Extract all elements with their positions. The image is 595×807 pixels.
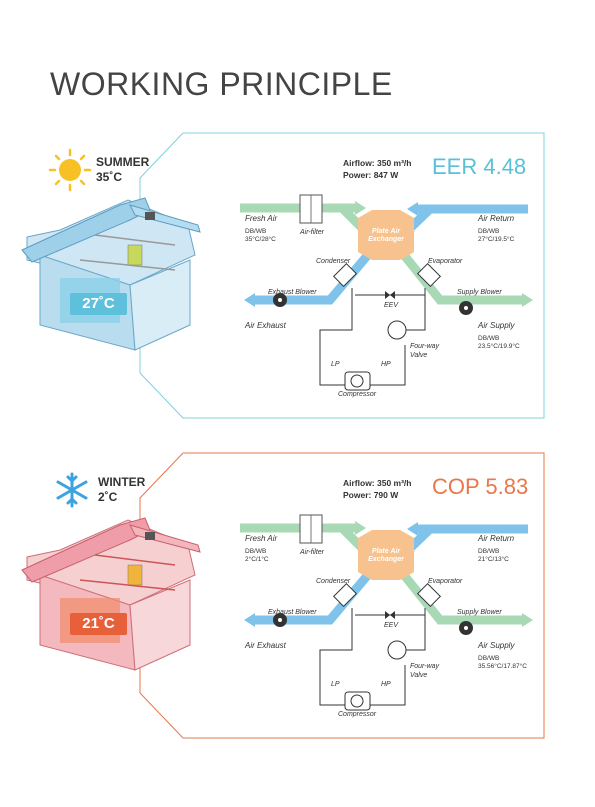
summer-outdoor-temp: 35˚C — [96, 170, 123, 184]
summer-fresh-air: Fresh Air — [245, 214, 278, 223]
winter-cop: COP 5.83 — [432, 474, 529, 499]
summer-exhaust-blower-label: Exhaust Blower — [268, 289, 317, 296]
winter-fresh-dbwb: DB/WB 2°C/1°C — [245, 548, 269, 563]
winter-house-illustration — [21, 517, 201, 671]
summer-eev-icon — [385, 291, 395, 299]
winter-plate-exchanger — [358, 530, 414, 580]
summer-airflow: Airflow: 350 m³/h — [343, 158, 412, 168]
summer-supply-blower-label: Supply Blower — [457, 289, 502, 296]
summer-eev-label: EEV — [384, 302, 399, 309]
summer-airflow-power: Airflow: 350 m³/h Power: 847 W — [343, 157, 411, 181]
page-title: WORKING PRINCIPLE — [50, 66, 393, 102]
winter-lp-label: LP — [331, 681, 340, 688]
summer-panel-frame — [139, 132, 545, 419]
winter-exhaust-blower-label: Exhaust Blower — [268, 609, 317, 616]
winter-outdoor-temp: 2˚C — [98, 490, 118, 504]
winter-power: Power: 790 W — [343, 490, 399, 500]
summer-season-label: SUMMER 35˚C — [96, 155, 150, 184]
snowflake-icon — [56, 472, 88, 508]
summer-condenser-label: Condenser — [316, 258, 351, 265]
winter-fresh-air: Fresh Air — [245, 534, 278, 543]
winter-season-label: WINTER 2˚C — [98, 475, 146, 504]
summer-air-supply: Air Supply — [478, 321, 515, 330]
summer-supply-blower-icon — [459, 301, 473, 315]
winter-supply-blower-label: Supply Blower — [457, 609, 502, 616]
winter-room-temp: 21˚C — [70, 613, 127, 635]
winter-airflow: Airflow: 350 m³/h — [343, 478, 412, 488]
winter-compressor-label: Compressor — [338, 711, 377, 718]
summer-exchanger-label: Plate Air Exchanger — [368, 228, 404, 243]
summer-lp-label: LP — [331, 361, 340, 368]
summer-evaporator-coil — [416, 262, 442, 288]
summer-air-return: Air Return — [478, 214, 515, 223]
winter-supply-blower-icon — [459, 621, 473, 635]
winter-condenser-coil — [332, 582, 358, 608]
summer-evaporator-label: Evaporator — [428, 258, 463, 265]
winter-air-exhaust: Air Exhaust — [245, 641, 286, 650]
summer-condenser-coil — [332, 262, 358, 288]
winter-panel-frame — [139, 452, 545, 739]
winter-compressor-icon — [350, 694, 364, 708]
summer-exhaust-blower-icon — [273, 293, 287, 307]
summer-plate-exchanger — [358, 210, 414, 260]
sun-icon — [48, 148, 92, 192]
winter-evaporator-label: Evaporator — [428, 578, 463, 585]
winter-air-supply: Air Supply — [478, 641, 515, 650]
summer-room-temp: 27˚C — [70, 293, 127, 315]
winter-evaporator-coil — [416, 582, 442, 608]
winter-airflow-power: Airflow: 350 m³/h Power: 790 W — [343, 477, 411, 501]
winter-air-return: Air Return — [478, 534, 515, 543]
winter-supply-dbwb: DB/WB 35.56°C/17.87°C — [478, 655, 527, 670]
winter-eev-label: EEV — [384, 622, 399, 629]
winter-refrigerant-loop — [319, 608, 426, 711]
winter-return-dbwb: DB/WB 21°C/13°C — [478, 548, 509, 563]
winter-four-way-label: Four-way Valve — [410, 663, 440, 679]
winter-hp-label: HP — [381, 681, 391, 688]
summer-compressor-icon — [350, 374, 364, 388]
winter-condenser-label: Condenser — [316, 578, 351, 585]
summer-power: Power: 847 W — [343, 170, 399, 180]
winter-exchanger-label: Plate Air Exchanger — [368, 548, 404, 563]
summer-supply-dbwb: DB/WB 23.5°C/19.9°C — [478, 335, 520, 350]
winter-exhaust-blower-icon — [273, 613, 287, 627]
summer-fresh-dbwb: DB/WB 35°C/28°C — [245, 228, 276, 243]
summer-four-way-label: Four-way Valve — [410, 343, 440, 359]
winter-eev-icon — [385, 611, 395, 619]
summer-return-dbwb: DB/WB 27°C/19.5°C — [478, 228, 515, 243]
summer-air-filter-label: Air-filter — [300, 229, 324, 236]
summer-compressor-label: Compressor — [338, 391, 377, 398]
summer-hp-label: HP — [381, 361, 391, 368]
summer-air-exhaust: Air Exhaust — [245, 321, 286, 330]
winter-air-filter-label: Air-filter — [300, 549, 324, 556]
summer-eer: EER 4.48 — [432, 154, 527, 179]
